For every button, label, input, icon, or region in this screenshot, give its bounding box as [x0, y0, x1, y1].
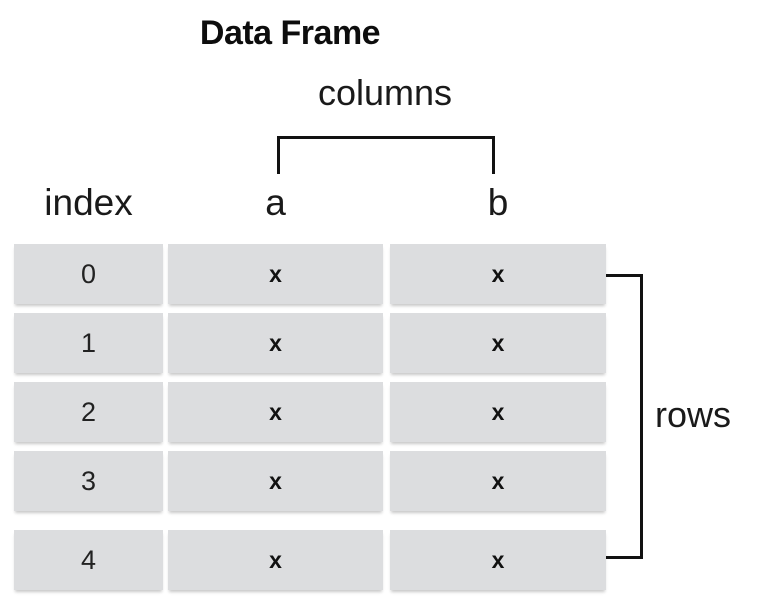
index-cell-value: 1 — [80, 327, 97, 358]
data-cell-a: x — [168, 382, 383, 442]
data-cell-b: x — [390, 451, 606, 511]
data-cell-value: x — [269, 329, 282, 356]
data-cell-b: x — [390, 244, 606, 304]
table-row: 0 x x — [0, 244, 620, 304]
data-cell-value: x — [269, 398, 282, 425]
page-title: Data Frame — [199, 14, 381, 52]
index-cell: 4 — [14, 530, 163, 590]
data-cell-value: x — [269, 260, 282, 287]
rows-bracket — [606, 274, 643, 559]
index-cell: 2 — [14, 382, 163, 442]
index-cell-value: 0 — [80, 258, 97, 289]
index-cell-value: 2 — [80, 396, 97, 427]
rows-bracket-tick-bottom — [606, 556, 643, 559]
data-cell-b: x — [390, 313, 606, 373]
data-cell-b: x — [390, 382, 606, 442]
index-header: index — [44, 182, 133, 223]
table-row: 2 x x — [0, 382, 620, 442]
data-cell-a: x — [168, 530, 383, 590]
index-cell-value: 3 — [80, 465, 97, 496]
table-header-row: index a b — [0, 181, 620, 227]
table-row: 4 x x — [0, 530, 620, 590]
index-cell: 3 — [14, 451, 163, 511]
data-cell-a: x — [168, 451, 383, 511]
table-row: 3 x x — [0, 451, 620, 511]
index-cell-value: 4 — [80, 544, 97, 575]
data-cell-value: x — [491, 467, 505, 494]
rows-bracket-bar — [640, 274, 643, 559]
data-cell-b: x — [390, 530, 606, 590]
columns-bracket-bar — [277, 136, 495, 139]
rows-axis-label: rows — [655, 394, 732, 435]
columns-bracket — [277, 136, 495, 174]
columns-bracket-tick-right — [492, 136, 495, 174]
data-cell-value: x — [491, 329, 505, 356]
index-cell: 0 — [14, 244, 163, 304]
data-cell-a: x — [168, 244, 383, 304]
data-cell-value: x — [491, 398, 505, 425]
columns-bracket-tick-left — [277, 136, 280, 174]
table-row: 1 x x — [0, 313, 620, 373]
index-cell: 1 — [14, 313, 163, 373]
rows-bracket-tick-top — [606, 274, 643, 277]
data-cell-value: x — [491, 546, 505, 573]
data-cell-value: x — [269, 546, 282, 573]
data-cell-value: x — [269, 467, 282, 494]
column-header-a: a — [265, 182, 286, 223]
data-cell-value: x — [491, 260, 505, 287]
data-cell-a: x — [168, 313, 383, 373]
columns-axis-label: columns — [317, 72, 453, 113]
column-header-b: b — [487, 182, 509, 223]
